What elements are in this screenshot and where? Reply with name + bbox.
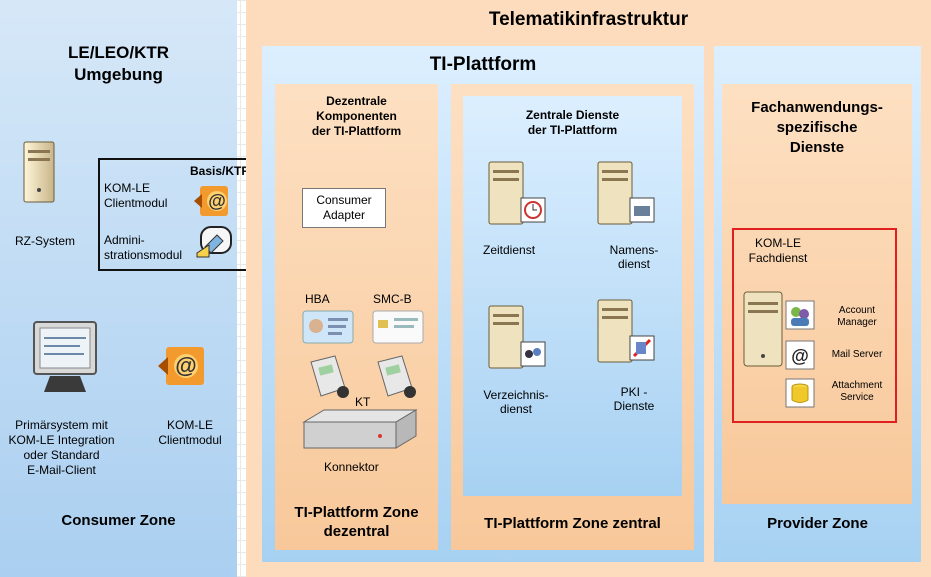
hba-label: HBA (305, 292, 330, 306)
komle-fachdienst-box (732, 228, 897, 423)
consumer-env-title-line2: Umgebung (74, 65, 163, 84)
primaersystem-label: Primärsystem mit KOM-LE Integration oder… (8, 418, 115, 477)
email-at-icon-2: @ (158, 345, 208, 389)
zentral-title: Zentrale Dienste der TI-Plattform (525, 108, 620, 137)
account-manager-label: Account Manager (837, 305, 877, 328)
attachment-storage-icon (785, 378, 815, 408)
svg-text:@: @ (791, 346, 809, 366)
komle-clientmodul-label-2: KOM-LE Clientmodul (158, 418, 222, 447)
pki-server-icon (594, 296, 664, 366)
consumer-zone-panel (0, 0, 237, 577)
rz-system-label: RZ-System (15, 234, 75, 248)
consumer-adapter-box: Consumer Adapter (302, 188, 386, 228)
hba-card-icon (302, 310, 354, 344)
komle-clientmodul-label: KOM-LE Clientmodul (104, 181, 168, 210)
email-at-icon: @ (192, 184, 234, 220)
namensdienst-label: Namens- dienst (609, 243, 659, 271)
consumer-env-title: LE/LEO/KTR Umgebung (0, 42, 237, 86)
admin-tools-icon (195, 225, 235, 259)
verzeichnisdienst-server-icon (485, 302, 555, 372)
pki-label: PKI - Dienste (613, 385, 655, 413)
dezentral-title: Dezentrale Komponenten der TI-Plattform (311, 94, 402, 138)
svg-text:@: @ (175, 353, 196, 378)
consumer-zone-label: Consumer Zone (61, 512, 176, 529)
zentral-zone-label: TI-Plattform Zone zentral (484, 515, 661, 532)
fachanwendung-title: Fachanwendungs- spezifische Dienste (751, 99, 883, 156)
telematik-title: Telematikinfrastruktur (488, 9, 689, 30)
account-manager-icon (785, 300, 815, 330)
verzeichnisdienst-label: Verzeichnis- dienst (483, 388, 549, 416)
provider-zone-label: Provider Zone (767, 515, 868, 532)
svg-text:@: @ (208, 191, 226, 211)
ti-plattform-title: TI-Plattform (429, 54, 537, 75)
mail-server-at-icon: @ (785, 340, 815, 370)
server-icon (22, 140, 56, 204)
namensdienst-server-icon (594, 158, 664, 228)
zeitdienst-label: Zeitdienst (483, 243, 536, 257)
konnektor-label: Konnektor (324, 460, 379, 474)
attachment-service-label: Attachment Service (831, 380, 883, 403)
card-terminal-icon-2 (372, 352, 420, 400)
kt-label: KT (355, 395, 371, 409)
computer-icon (30, 318, 110, 398)
komle-fachdienst-label: KOM-LE Fachdienst (748, 236, 808, 265)
smcb-label: SMC-B (373, 292, 412, 306)
konnektor-icon (300, 408, 420, 452)
smcb-card-icon (372, 310, 424, 344)
fachdienst-server-icon (742, 290, 784, 368)
mail-server-label: Mail Server (831, 349, 883, 360)
consumer-env-title-line1: LE/LEO/KTR (67, 43, 170, 62)
dezentral-zone-label: TI-Plattform Zone dezentral (294, 504, 419, 540)
admin-modul-label: Admini- strationsmodul (104, 233, 183, 262)
zeitdienst-server-icon (485, 158, 555, 228)
card-terminal-icon-1 (305, 352, 353, 400)
